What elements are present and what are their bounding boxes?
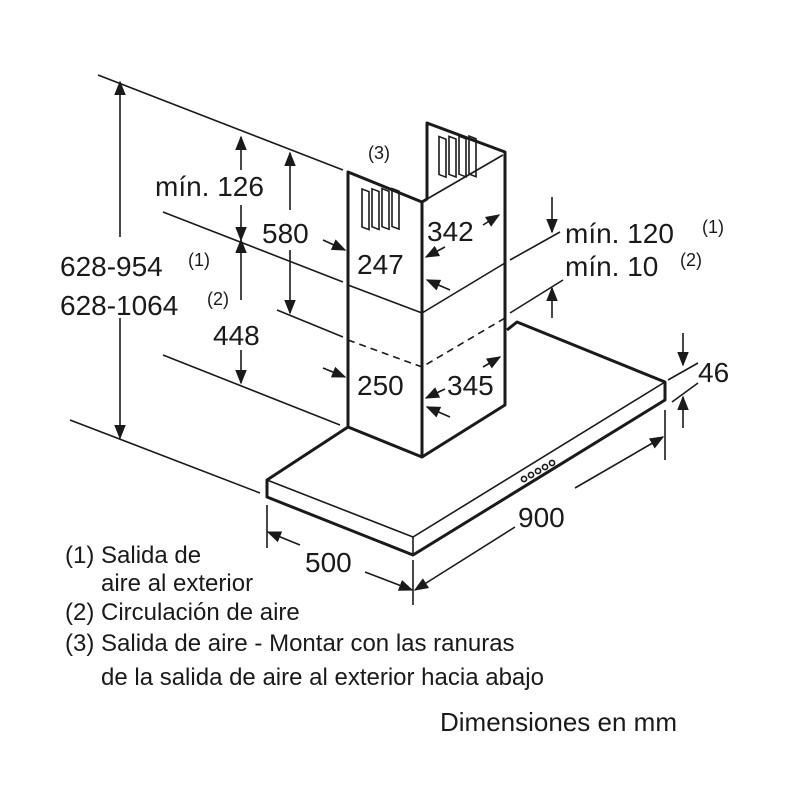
label-height-1-ref: (1) xyxy=(188,250,210,270)
label-345: 345 xyxy=(447,370,494,401)
legend: (1) Salida de aire al exterior (2) Circu… xyxy=(65,542,544,691)
label-900: 900 xyxy=(518,502,565,533)
label-min-120-ref: (1) xyxy=(702,217,724,237)
hood-canopy xyxy=(265,320,667,557)
vent-slots-back xyxy=(438,134,477,179)
label-note-3: (3) xyxy=(368,143,390,163)
legend-item-3-cont: de la salida de aire al exterior hacia a… xyxy=(101,664,544,691)
label-min-10: mín. 10 xyxy=(565,251,658,282)
dimension-arrows xyxy=(114,80,689,591)
label-min-126: mín. 126 xyxy=(155,171,264,202)
reference-lines xyxy=(69,74,699,605)
chimney xyxy=(346,121,507,459)
vent-slots-front xyxy=(361,187,400,231)
label-min-10-ref: (2) xyxy=(680,250,702,270)
label-height-1: 628-954 xyxy=(60,251,163,282)
legend-item-2: (2) Circulación de aire xyxy=(65,599,300,626)
label-min-120: mín. 120 xyxy=(565,218,674,249)
control-buttons xyxy=(520,459,556,483)
units-note: Dimensiones en mm xyxy=(440,707,677,737)
label-342: 342 xyxy=(427,216,474,247)
label-500: 500 xyxy=(305,547,352,578)
label-height-2: 628-1064 xyxy=(60,290,178,321)
legend-item-3: (3) Salida de aire - Montar con las ranu… xyxy=(65,630,515,657)
label-580: 580 xyxy=(262,218,309,249)
label-250: 250 xyxy=(357,370,404,401)
label-247: 247 xyxy=(357,249,404,280)
dimension-labels: (3) mín. 126 580 247 342 mín. 120 (1) mí… xyxy=(60,143,729,578)
legend-item-1-cont: aire al exterior xyxy=(101,570,253,597)
label-46: 46 xyxy=(698,357,729,388)
label-height-2-ref: (2) xyxy=(207,289,229,309)
label-448: 448 xyxy=(213,320,260,351)
legend-item-1: (1) Salida de xyxy=(65,542,201,569)
